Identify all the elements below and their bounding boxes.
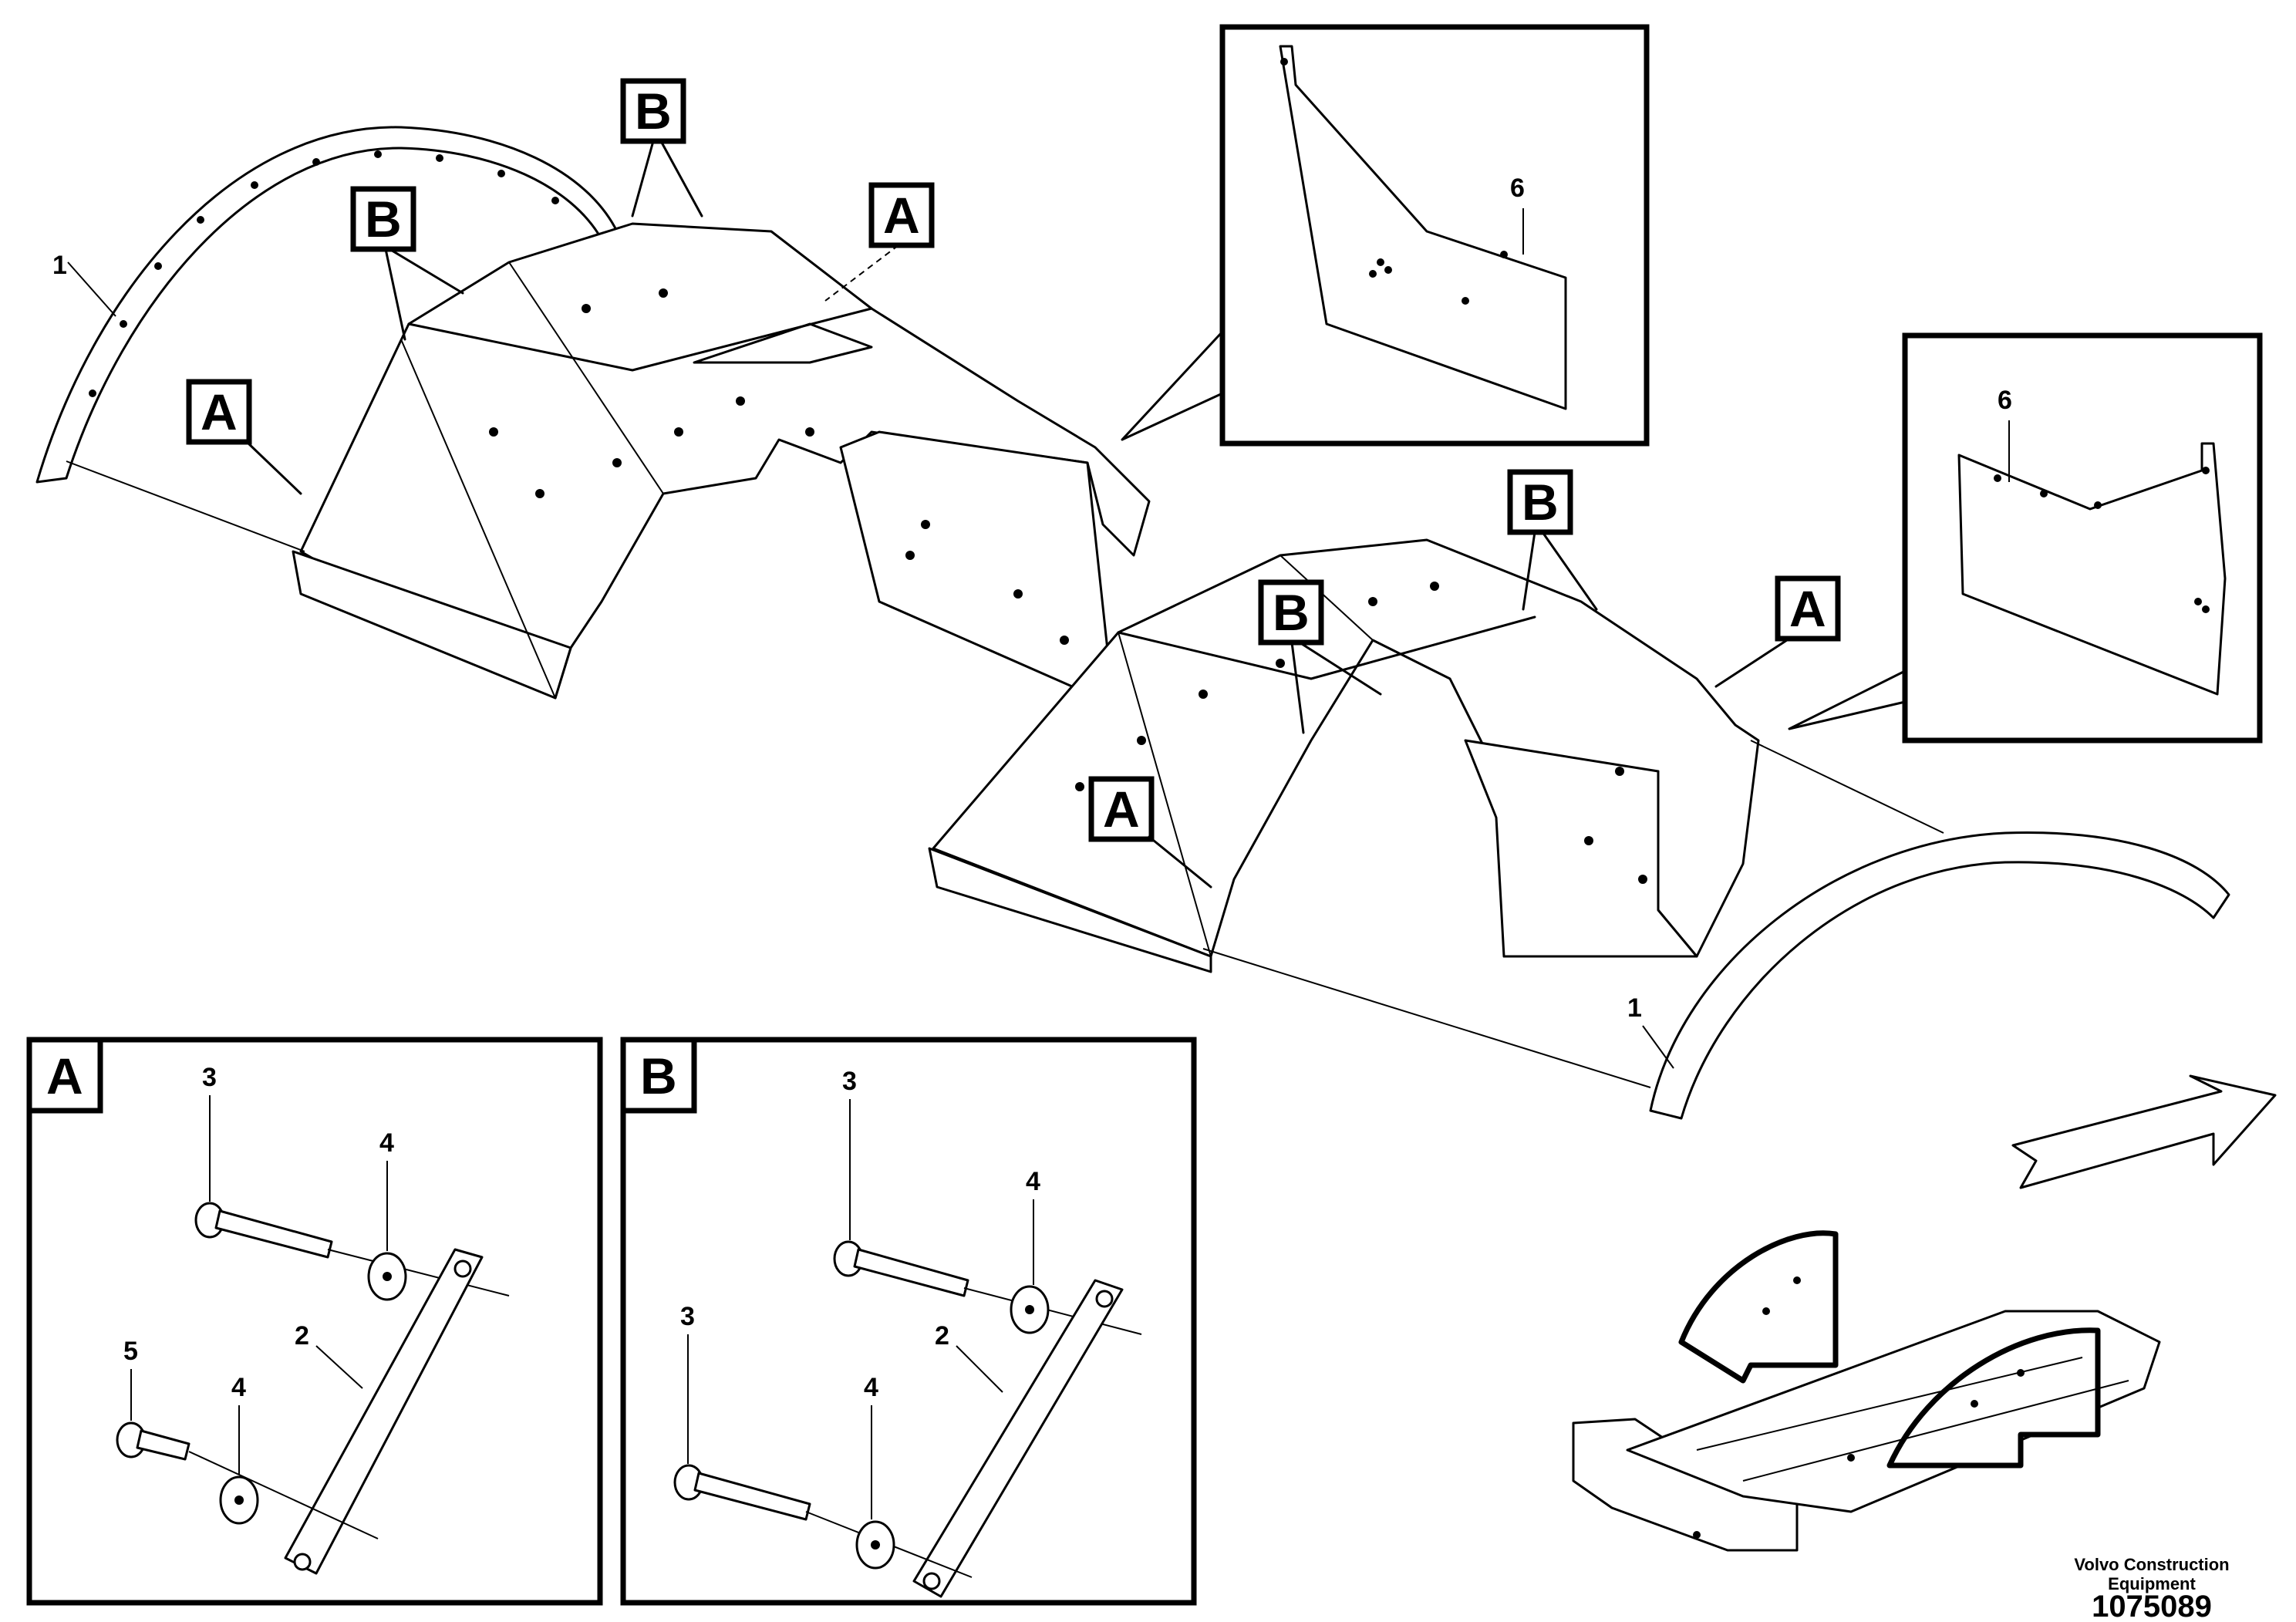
right-mudguard-arc — [1649, 831, 2230, 1120]
part-number-1-right: 1 — [1627, 993, 1642, 1023]
detail-b-part-2: 2 — [935, 1321, 949, 1351]
detail-b-part-4-upper: 4 — [1026, 1167, 1040, 1196]
callout-labels: B B A A B B A A — [186, 78, 1841, 889]
callout-a-left: A — [201, 383, 238, 440]
callout-a-right-low: A — [1103, 781, 1140, 838]
inset-flap-upper: 6 — [1121, 24, 1650, 447]
callout-a-right: A — [1789, 580, 1826, 637]
detail-a-label: A — [46, 1047, 83, 1104]
callout-a-top: A — [883, 187, 920, 244]
link-bar-b — [912, 1279, 1124, 1598]
credit-line-2: Equipment — [2108, 1574, 2196, 1593]
detail-a-part-4-upper: 4 — [379, 1128, 394, 1158]
part-number-6-upper: 6 — [1510, 174, 1525, 203]
callout-b-left: B — [365, 191, 402, 248]
detail-b-part-3-upper: 3 — [842, 1067, 857, 1096]
detail-b-part-4-lower: 4 — [864, 1373, 878, 1402]
detail-b-part-3-lower: 3 — [680, 1302, 695, 1331]
right-fender-assembly — [928, 538, 2230, 1120]
right-fender-side-skirt — [1464, 739, 1698, 958]
detail-a-part-5: 5 — [123, 1337, 138, 1366]
part-number-1-left: 1 — [52, 251, 67, 280]
left-fender-body — [299, 222, 1151, 700]
detail-a-part-4-lower: 4 — [231, 1373, 246, 1402]
locator-thumbnail — [1572, 1230, 2161, 1552]
mud-flap-right — [1957, 442, 2227, 696]
part-1-labels: 1 1 — [52, 251, 1674, 1069]
inset-flap-right: 6 — [1788, 332, 2263, 744]
callout-b-top: B — [635, 83, 672, 140]
right-fender-front-plate — [928, 847, 1212, 973]
left-fender-assembly — [35, 126, 1151, 700]
detail-box-b: B 3 4 2 3 4 — [620, 1037, 1197, 1606]
detail-box-a: A 3 4 2 5 4 — [26, 1037, 603, 1606]
detail-a-part-2: 2 — [295, 1321, 309, 1351]
left-fender-side-skirt — [839, 430, 1112, 688]
mud-flap-upper — [1279, 45, 1567, 410]
detail-a-part-3: 3 — [202, 1063, 217, 1092]
credit-line-1: Volvo Construction — [2074, 1555, 2229, 1574]
callout-b-right-mid: B — [1273, 584, 1310, 641]
callout-b-right-top: B — [1522, 474, 1559, 531]
part-number-6-right: 6 — [1998, 386, 2012, 415]
direction-arrow-icon — [2011, 1074, 2277, 1189]
document-number: 1075089 — [2092, 1590, 2212, 1622]
detail-b-label: B — [640, 1047, 677, 1104]
